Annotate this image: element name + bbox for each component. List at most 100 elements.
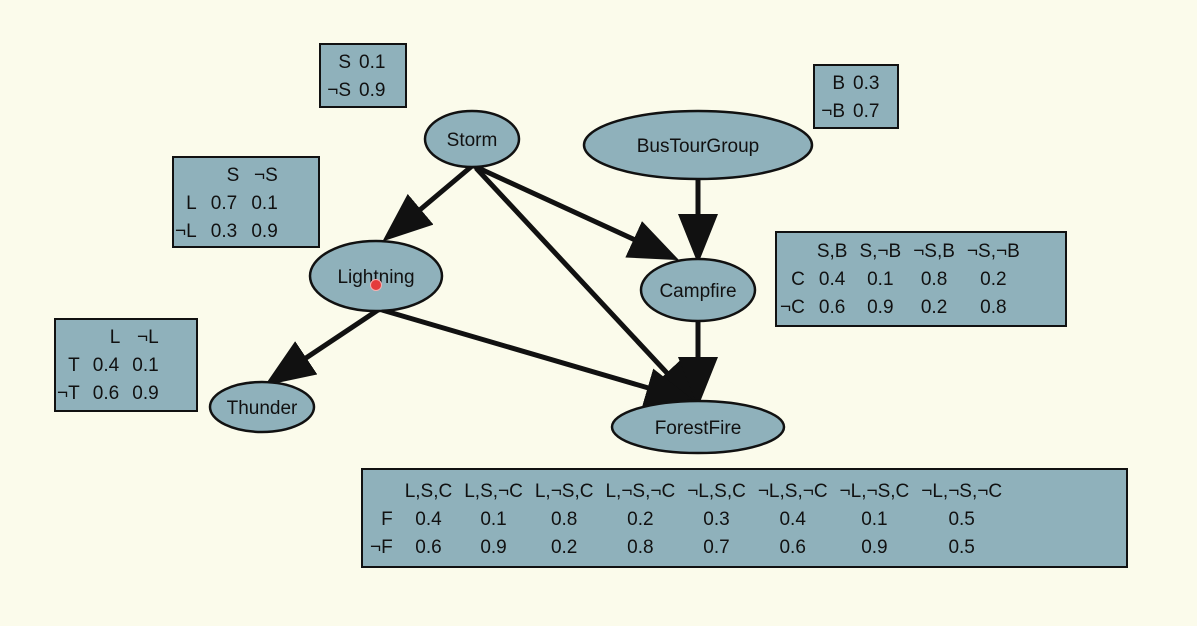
cpt-row-label: B <box>832 73 845 94</box>
cpt-col-header: ¬L,S,C <box>687 481 746 502</box>
cpt-value: 0.1 <box>359 52 386 73</box>
cpt-value: 0.5 <box>948 509 975 530</box>
cpt-value: 0.7 <box>703 537 730 558</box>
node-thunder[interactable]: Thunder <box>208 380 316 434</box>
cpt-col-header: L,S,¬C <box>464 481 523 502</box>
cpt-value: 0.6 <box>92 383 120 404</box>
cpt-col-header: L,¬S,¬C <box>605 481 676 502</box>
cpt-row: ¬B 0.7 <box>817 98 883 126</box>
cpt-row-label: ¬B <box>821 101 845 122</box>
cpt-value: 0.2 <box>627 509 654 530</box>
node-forestfire-label: ForestFire <box>655 418 742 439</box>
edge-storm-lightning <box>382 164 474 242</box>
cpt-header-row: L ¬L <box>56 324 165 352</box>
cpt-value: 0.3 <box>703 509 730 530</box>
cpt-value: 0.9 <box>132 383 159 404</box>
cpt-col-header: S,B <box>816 241 848 262</box>
cpt-value: 0.5 <box>948 537 975 558</box>
cpt-value: 0.2 <box>920 297 948 318</box>
cpt-row: ¬F 0.6 0.9 0.2 0.8 0.7 0.6 0.9 0.5 <box>369 534 1008 562</box>
cpt-value: 0.1 <box>861 509 888 530</box>
cpt-value: 0.4 <box>92 355 120 376</box>
cpt-col-header: ¬L,¬S,¬C <box>921 481 1003 502</box>
cpt-value: 0.1 <box>867 269 894 290</box>
cpt-row: S 0.1 <box>323 49 389 77</box>
cpt-row-label: F <box>381 509 393 530</box>
node-forestfire[interactable]: ForestFire <box>610 399 786 455</box>
node-lightning-label: Lightning <box>337 267 414 288</box>
cpt-storm: S 0.1 ¬S 0.9 <box>319 43 407 108</box>
cpt-value: 0.9 <box>867 297 894 318</box>
cpt-col-header: L,S,C <box>404 481 453 502</box>
cpt-value: 0.6 <box>818 297 846 318</box>
cpt-col-header: ¬L,¬S,C <box>839 481 910 502</box>
cpt-row-label: C <box>791 269 805 290</box>
cpt-bustourgroup: B 0.3 ¬B 0.7 <box>813 64 899 129</box>
cpt-value: 0.1 <box>480 509 507 530</box>
cpt-row: ¬S 0.9 <box>323 77 389 105</box>
cpt-row: C 0.4 0.1 0.8 0.2 <box>779 266 1026 294</box>
cpt-col-header: ¬S,B <box>913 241 955 262</box>
cpt-row: F 0.4 0.1 0.8 0.2 0.3 0.4 0.1 0.5 <box>369 506 1008 534</box>
edge-lightning-forestfire <box>381 307 696 407</box>
node-campfire[interactable]: Campfire <box>639 257 757 323</box>
cpt-row-label: ¬S <box>327 80 351 101</box>
cpt-value: 0.8 <box>920 269 948 290</box>
edge-storm-campfire <box>472 163 680 261</box>
cpt-campfire: S,B S,¬B ¬S,B ¬S,¬B C 0.4 0.1 0.8 0.2 ¬C… <box>775 231 1067 327</box>
cpt-value: 0.9 <box>251 221 278 242</box>
cpt-value: 0.7 <box>210 193 238 214</box>
cpt-row: ¬L 0.3 0.9 <box>174 218 284 246</box>
cpt-col-header: ¬L <box>137 327 159 348</box>
edge-storm-forestfire <box>474 166 701 410</box>
edge-lightning-thunder <box>264 307 380 386</box>
cpt-row: L 0.7 0.1 <box>174 190 284 218</box>
node-bustourgroup-label: BusTourGroup <box>637 136 760 157</box>
cpt-value: 0.6 <box>779 537 806 558</box>
cpt-col-header: L <box>109 327 121 348</box>
cpt-row-label: ¬F <box>370 537 393 558</box>
cpt-col-header: ¬S <box>254 165 278 186</box>
edges <box>264 163 718 410</box>
cpt-row-label: ¬C <box>780 297 805 318</box>
cpt-col-header: S,¬B <box>859 241 902 262</box>
cpt-header-row: S,B S,¬B ¬S,B ¬S,¬B <box>779 238 1026 266</box>
cpt-row-label: S <box>338 52 351 73</box>
cpt-value: 0.3 <box>853 73 880 94</box>
node-storm[interactable]: Storm <box>423 109 521 169</box>
cpt-col-header: L,¬S,C <box>534 481 594 502</box>
cpt-value: 0.4 <box>779 509 806 530</box>
cpt-value: 0.6 <box>415 537 442 558</box>
cpt-value: 0.9 <box>861 537 888 558</box>
node-storm-label: Storm <box>447 130 498 151</box>
cpt-value: 0.1 <box>132 355 159 376</box>
cpt-value: 0.8 <box>627 537 654 558</box>
cpt-row-label: ¬T <box>57 383 80 404</box>
cpt-value: 0.9 <box>480 537 507 558</box>
cpt-value: 0.9 <box>359 80 386 101</box>
cpt-value: 0.3 <box>210 221 238 242</box>
cpt-header-row: L,S,C L,S,¬C L,¬S,C L,¬S,¬C ¬L,S,C ¬L,S,… <box>369 478 1008 506</box>
cpt-lightning: S ¬S L 0.7 0.1 ¬L 0.3 0.9 <box>172 156 320 248</box>
cpt-row: T 0.4 0.1 <box>56 352 165 380</box>
cpt-col-header: ¬L,S,¬C <box>757 481 828 502</box>
node-thunder-label: Thunder <box>227 398 298 419</box>
cpt-header-row: S ¬S <box>174 162 284 190</box>
cpt-value: 0.8 <box>980 297 1007 318</box>
cursor-indicator <box>370 279 382 291</box>
cpt-value: 0.2 <box>550 537 578 558</box>
cpt-value: 0.4 <box>818 269 846 290</box>
cpt-row: ¬C 0.6 0.9 0.2 0.8 <box>779 294 1026 322</box>
node-campfire-label: Campfire <box>659 281 736 302</box>
node-lightning[interactable]: Lightning <box>308 239 444 313</box>
cpt-forestfire: L,S,C L,S,¬C L,¬S,C L,¬S,¬C ¬L,S,C ¬L,S,… <box>361 468 1128 568</box>
cpt-value: 0.2 <box>980 269 1007 290</box>
cpt-col-header: ¬S,¬B <box>966 241 1020 262</box>
cpt-value: 0.1 <box>251 193 278 214</box>
cpt-row: B 0.3 <box>817 70 883 98</box>
cpt-row-label: L <box>186 193 197 214</box>
cpt-value: 0.8 <box>550 509 578 530</box>
cpt-value: 0.4 <box>415 509 442 530</box>
node-bustourgroup[interactable]: BusTourGroup <box>582 109 814 181</box>
